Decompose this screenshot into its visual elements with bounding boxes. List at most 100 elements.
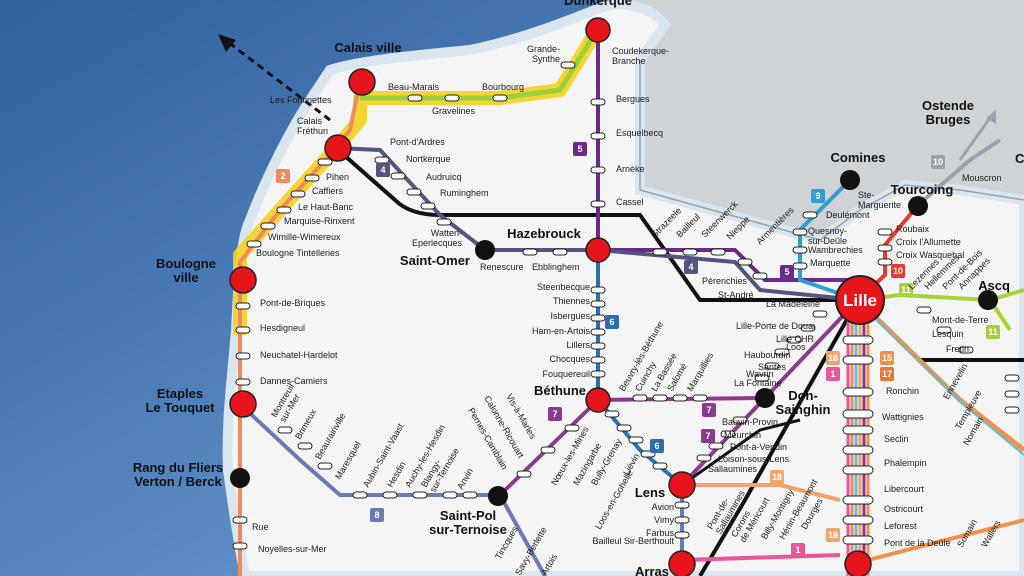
station-stop[interactable] <box>564 424 580 432</box>
station-stop[interactable] <box>235 352 251 360</box>
hub-boulogne[interactable] <box>229 266 257 294</box>
station-stop[interactable] <box>560 61 576 69</box>
station-stop[interactable] <box>752 272 768 280</box>
station-stop[interactable] <box>420 202 436 210</box>
station-stop[interactable] <box>390 172 406 180</box>
station-stop[interactable] <box>590 314 606 322</box>
station-stop[interactable] <box>407 94 423 102</box>
station-stop[interactable] <box>842 515 874 525</box>
station-stop[interactable] <box>232 516 248 524</box>
station-stop[interactable] <box>235 326 251 334</box>
node-saint-pol[interactable] <box>488 486 508 506</box>
hub-hazebrouck[interactable] <box>585 237 611 263</box>
station-stop[interactable] <box>842 387 874 397</box>
node-tourcoing[interactable] <box>908 196 928 216</box>
station-stop[interactable] <box>1004 406 1020 414</box>
station-stop[interactable] <box>1004 390 1020 398</box>
station-stop[interactable] <box>842 425 874 435</box>
station-stop[interactable] <box>552 248 568 256</box>
station-stop[interactable] <box>406 188 422 196</box>
station-stop[interactable] <box>877 244 893 252</box>
station-stop[interactable] <box>260 222 276 230</box>
hub-calais[interactable] <box>348 68 376 96</box>
station-stop[interactable] <box>1004 374 1020 382</box>
station-stop[interactable] <box>710 248 726 256</box>
node-comines[interactable] <box>840 170 860 190</box>
station-stop[interactable] <box>792 262 808 270</box>
station-stop[interactable] <box>732 416 748 424</box>
node-don[interactable] <box>755 388 775 408</box>
station-stop[interactable] <box>317 158 333 166</box>
station-stop[interactable] <box>842 355 874 365</box>
station-stop[interactable] <box>916 306 932 314</box>
hub-calais-frethun[interactable] <box>324 134 352 162</box>
station-stop[interactable] <box>444 94 460 102</box>
station-stop[interactable] <box>652 394 668 402</box>
station-stop[interactable] <box>590 98 606 106</box>
station-stop[interactable] <box>522 248 538 256</box>
station-stop[interactable] <box>652 462 668 470</box>
station-stop[interactable] <box>492 94 508 102</box>
station-stop[interactable] <box>692 394 708 402</box>
station-stop[interactable] <box>235 302 251 310</box>
station-stop[interactable] <box>737 258 753 266</box>
station-stop[interactable] <box>604 410 620 418</box>
station-stop[interactable] <box>792 246 808 254</box>
station-stop[interactable] <box>590 166 606 174</box>
station-stop[interactable] <box>674 531 690 539</box>
station-stop[interactable] <box>540 446 556 454</box>
station-stop[interactable] <box>590 200 606 208</box>
station-stop[interactable] <box>590 132 606 140</box>
station-stop[interactable] <box>842 445 874 455</box>
station-stop[interactable] <box>720 430 736 438</box>
station-stop[interactable] <box>632 394 648 402</box>
hub-dunkerque[interactable] <box>585 17 611 43</box>
station-stop[interactable] <box>290 190 306 198</box>
station-stop[interactable] <box>674 516 690 524</box>
station-stop[interactable] <box>590 356 606 364</box>
station-stop[interactable] <box>696 454 712 462</box>
station-stop[interactable] <box>628 436 644 444</box>
station-stop[interactable] <box>317 462 333 470</box>
station-stop[interactable] <box>672 394 688 402</box>
station-stop[interactable] <box>936 326 952 334</box>
station-stop[interactable] <box>754 374 770 382</box>
station-stop[interactable] <box>812 310 828 318</box>
station-stop[interactable] <box>352 491 368 499</box>
station-stop[interactable] <box>436 218 452 226</box>
hub-arras[interactable] <box>668 550 696 576</box>
station-stop[interactable] <box>774 348 790 356</box>
station-stop[interactable] <box>842 465 874 475</box>
hub-bethune[interactable] <box>585 387 611 413</box>
station-stop[interactable] <box>382 491 398 499</box>
station-stop[interactable] <box>590 342 606 350</box>
station-stop[interactable] <box>235 378 251 386</box>
station-stop[interactable] <box>232 542 248 550</box>
hub-lille[interactable] <box>835 275 885 325</box>
station-stop[interactable] <box>842 535 874 545</box>
station-stop[interactable] <box>652 248 668 256</box>
station-stop[interactable] <box>442 491 458 499</box>
hub-lens[interactable] <box>668 471 696 499</box>
station-stop[interactable] <box>590 370 606 378</box>
station-stop[interactable] <box>674 501 690 509</box>
node-rang[interactable] <box>230 468 250 488</box>
station-stop[interactable] <box>590 300 606 308</box>
station-stop[interactable] <box>792 228 808 236</box>
station-stop[interactable] <box>877 258 893 266</box>
station-stop[interactable] <box>842 495 874 505</box>
station-stop[interactable] <box>374 156 390 164</box>
node-saint-omer[interactable] <box>475 240 495 260</box>
station-stop[interactable] <box>304 174 320 182</box>
station-stop[interactable] <box>590 328 606 336</box>
station-stop[interactable] <box>516 470 532 478</box>
hub-lille-south[interactable] <box>844 550 872 576</box>
station-stop[interactable] <box>800 324 816 332</box>
node-ascq[interactable] <box>978 290 998 310</box>
hub-etaples[interactable] <box>229 390 257 418</box>
station-stop[interactable] <box>246 240 262 248</box>
station-stop[interactable] <box>802 211 818 219</box>
station-stop[interactable] <box>786 336 802 344</box>
station-stop[interactable] <box>616 424 632 432</box>
station-stop[interactable] <box>682 248 698 256</box>
